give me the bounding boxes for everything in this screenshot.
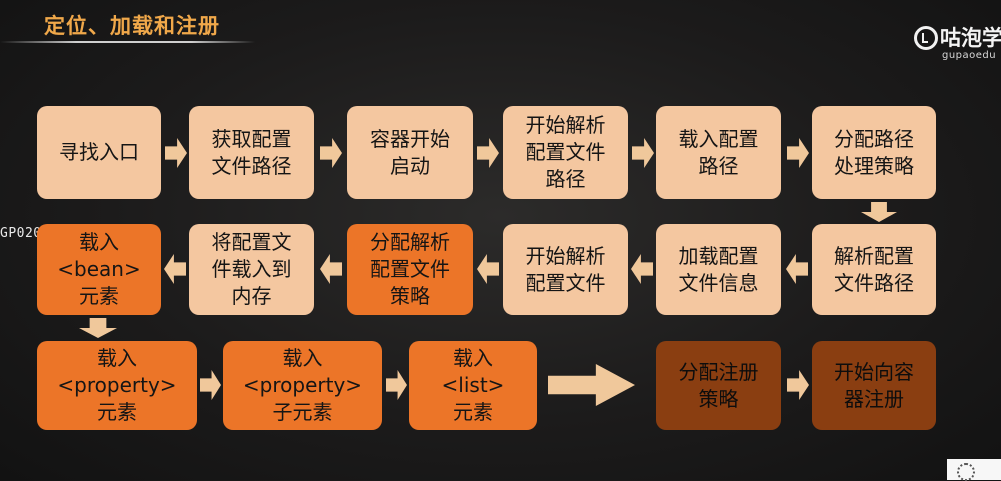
flow-step-get-config-path: 获取配置 文件路径 xyxy=(189,106,314,199)
arrow-down-icon xyxy=(861,202,897,222)
arrow-right-icon xyxy=(386,370,407,400)
arrow-left-icon xyxy=(477,254,499,284)
arrow-right-icon xyxy=(165,138,187,168)
flow-step-container-start: 容器开始 启动 xyxy=(347,106,473,199)
flow-step-register-to-container: 开始向容 器注册 xyxy=(812,341,936,430)
arrow-left-icon xyxy=(320,254,342,284)
arrow-left-icon xyxy=(164,254,186,284)
flow-step-assign-parse-strategy: 分配解析 配置文件 策略 xyxy=(347,224,473,315)
title-underline xyxy=(0,41,255,43)
logo-sub-text: gupaoedu xyxy=(942,50,997,61)
flow-step-parse-config-path: 开始解析 配置文件 路径 xyxy=(503,106,628,199)
flow-step-find-entry: 寻找入口 xyxy=(37,106,161,199)
flow-step-start-parse-config: 开始解析 配置文件 xyxy=(503,224,628,315)
arrow-right-icon xyxy=(632,138,654,168)
arrow-right-long-icon xyxy=(548,364,635,406)
arrow-left-icon xyxy=(631,254,653,284)
arrow-right-icon xyxy=(320,138,342,168)
flow-step-load-property-child: 载入 <property> 子元素 xyxy=(223,341,382,430)
page-title: 定位、加载和注册 xyxy=(44,14,220,38)
logo-brand-text: 咕泡学 xyxy=(940,26,1001,50)
bulb-icon xyxy=(914,26,938,50)
arrow-left-icon xyxy=(786,254,808,284)
flow-step-load-config-into-memory: 将配置文 件载入到 内存 xyxy=(189,224,314,315)
arrow-right-icon xyxy=(787,370,809,400)
flow-step-load-bean-element: 载入 <bean> 元素 xyxy=(37,224,161,315)
brand-logo: 咕泡学 gupaoedu xyxy=(914,20,1001,66)
arrow-down-icon xyxy=(79,318,117,338)
arrow-right-icon xyxy=(787,138,809,168)
flow-step-parse-config-file-path: 解析配置 文件路径 xyxy=(812,224,936,315)
flow-step-assign-path-strategy: 分配路径 处理策略 xyxy=(812,106,936,199)
flow-step-load-config-info: 加载配置 文件信息 xyxy=(656,224,781,315)
corner-widget-icon xyxy=(947,459,1001,481)
flow-step-load-list-element: 载入 <list> 元素 xyxy=(409,341,537,430)
arrow-right-icon xyxy=(200,370,221,400)
arrow-right-icon xyxy=(477,138,499,168)
flow-step-load-property-element: 载入 <property> 元素 xyxy=(37,341,197,430)
flow-step-load-config-path: 载入配置 路径 xyxy=(656,106,781,199)
flow-step-assign-register-strategy: 分配注册 策略 xyxy=(656,341,781,430)
